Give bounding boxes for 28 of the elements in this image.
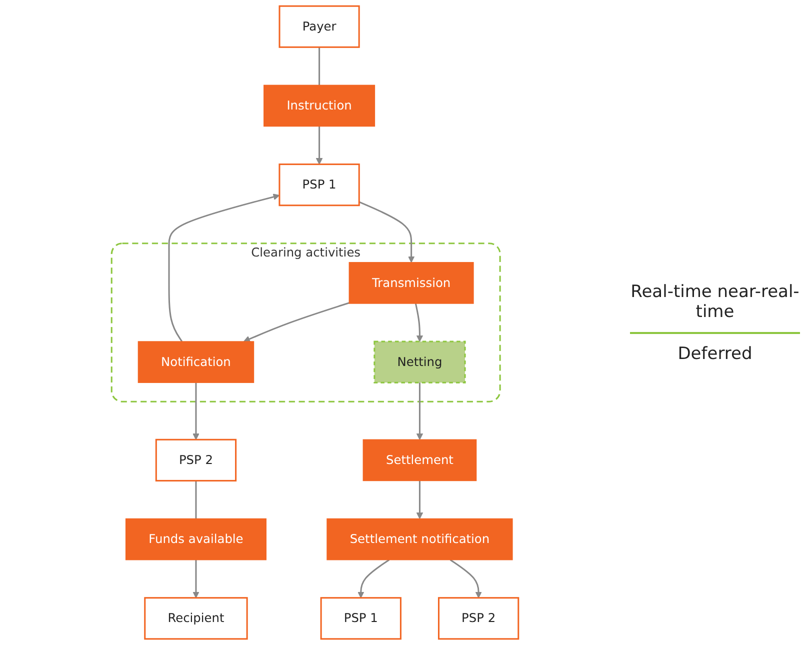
node-box: Settlement notification (326, 518, 513, 560)
node-box: Settlement (362, 439, 477, 482)
timing-label: Real-time near-real-time (630, 282, 800, 322)
node-box: Notification (138, 341, 254, 383)
arrow (358, 559, 390, 598)
node-box: Instruction (264, 84, 376, 127)
node-box: Transmission (348, 262, 474, 304)
node-box: PSP 2 (155, 438, 237, 482)
arrow (416, 480, 424, 520)
timing-label: Deferred (676, 344, 754, 364)
arrow (192, 382, 200, 440)
node-box: Recipient (144, 597, 248, 640)
arrow (450, 559, 482, 598)
node-box: Payer (278, 5, 360, 48)
arrow (416, 382, 424, 440)
connector (195, 480, 197, 519)
node-box: PSP 1 (278, 164, 360, 206)
arrow (168, 194, 280, 342)
node-box: PSP 1 (320, 597, 402, 640)
arrow (243, 302, 350, 342)
arrow (414, 303, 424, 342)
arrow (358, 201, 415, 263)
node-box: Netting (374, 340, 466, 384)
arrow (316, 126, 323, 165)
node-box: Funds available (125, 518, 266, 560)
connector (318, 47, 320, 86)
arrow (192, 560, 200, 598)
node-box: PSP 2 (438, 597, 520, 640)
